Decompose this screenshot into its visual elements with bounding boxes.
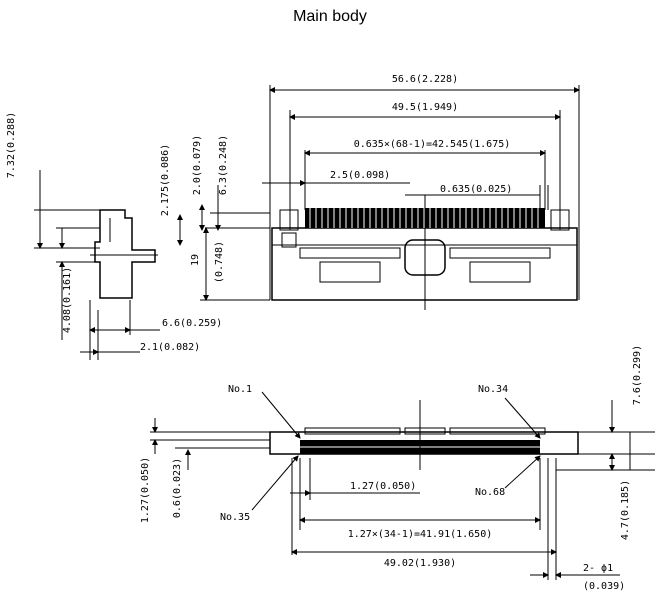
dim-bottom-pitch: 1.27(0.050) [350,481,416,492]
dim-pin-span: 0.635×(68-1)=42.545(1.675) [354,139,511,150]
dim-2175: 2.175(0.086) [160,144,171,216]
label-no1: No.1 [228,384,252,395]
dim-offset: 2.5(0.098) [330,170,390,181]
dim-63: 6.3(0.248) [218,135,229,195]
dim-right-a: 7.6(0.299) [632,345,643,405]
dim-bottom-pin-span: 1.27×(34-1)=41.91(1.650) [348,529,493,540]
dim-0748: (0.748) [214,241,225,283]
bottom-view: No.1 No.34 No.35 No.68 1.27(0.050) 1.27×… [140,345,655,592]
page-title: Main body [293,8,367,25]
side-profile [94,209,156,299]
top-view: 56.6(2.228) 49.5(1.949) 0.635×(68-1)=42.… [160,74,580,310]
side-view: 7.32(0.288) 4.08(0.161) 6.6(0.259) 2.1(0… [6,112,222,360]
label-no35: No.35 [220,512,250,523]
dim-pitch: 0.635(0.025) [440,184,512,195]
dim-bottom-post-span: 49.02(1.930) [384,558,456,569]
dim-left-b: 0.6(0.023) [172,458,183,518]
dim-overall-width: 56.6(2.228) [392,74,458,85]
dim-hole-b: (0.039) [583,581,625,592]
dim-side-top: 7.32(0.288) [6,112,17,178]
dim-inner-width: 49.5(1.949) [392,102,458,113]
label-no68: No.68 [475,487,505,498]
dim-hole-a: 2- ϕ1 [583,563,613,574]
dim-side-width-a: 6.6(0.259) [162,318,222,329]
dim-20: 2.0(0.079) [192,135,203,195]
dim-right-b: 4.7(0.185) [620,480,631,540]
dim-side-height: 4.08(0.161) [62,267,73,333]
dim-left-a: 1.27(0.050) [140,457,151,523]
dim-19: 19 [190,254,201,266]
label-no34: No.34 [478,384,508,395]
dim-side-width-b: 2.1(0.082) [140,342,200,353]
